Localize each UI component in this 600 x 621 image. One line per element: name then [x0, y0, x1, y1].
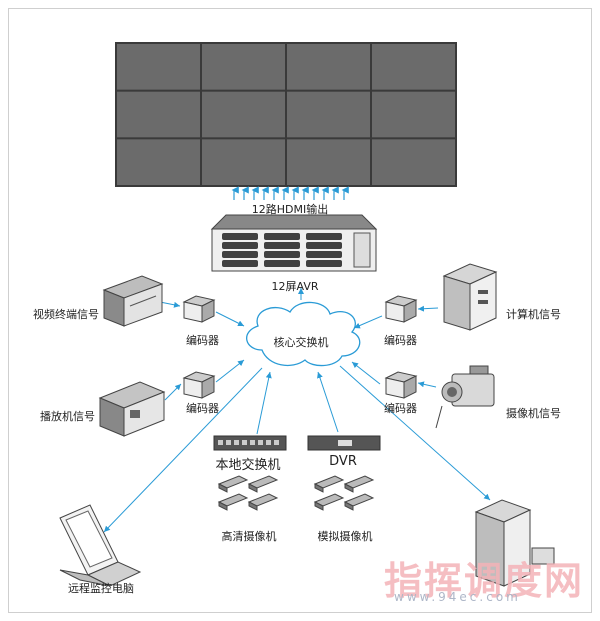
- switch-port: [234, 440, 239, 445]
- wall-tile: [372, 91, 455, 138]
- avr-drive-slot: [222, 251, 258, 258]
- wall-tile: [372, 139, 455, 185]
- avr-drive-slot: [306, 242, 342, 249]
- wall-tile: [287, 139, 370, 185]
- hdmi-output-label: 12路HDMI输出: [251, 203, 329, 216]
- avr-drive-slot: [264, 260, 300, 267]
- encoder-device: [182, 371, 216, 399]
- wall-tile: [287, 91, 370, 138]
- player-device: [98, 381, 166, 437]
- remote-pc-label: 远程监控电脑: [68, 582, 134, 595]
- switch-port: [266, 440, 271, 445]
- avr-drive-slot: [264, 233, 300, 240]
- encoder-device: [384, 371, 418, 399]
- switch-port: [250, 440, 255, 445]
- wall-tile: [287, 44, 370, 90]
- camera-label: 摄像机信号: [506, 407, 561, 420]
- avr-drive-slot: [306, 251, 342, 258]
- avr-drive-slot: [306, 260, 342, 267]
- encoder-device: [384, 295, 418, 323]
- local-switch-device: [213, 435, 287, 451]
- wall-tile: [202, 91, 285, 138]
- camera-unit: [217, 493, 249, 511]
- avr-drive-slot: [306, 233, 342, 240]
- watermark-url: www.94ec.com: [394, 590, 521, 604]
- core-switch-label: 核心交换机: [273, 336, 329, 349]
- avr-drive-slot: [264, 251, 300, 258]
- player-label: 播放机信号: [40, 410, 95, 423]
- wall-tile: [117, 139, 200, 185]
- wall-tile: [117, 44, 200, 90]
- computer-label: 计算机信号: [506, 308, 561, 321]
- dvr-device: [307, 435, 381, 451]
- switch-port: [258, 440, 263, 445]
- dvr-label: DVR: [329, 454, 357, 469]
- watermark: 指挥调度网 www.94ec.com: [384, 550, 584, 605]
- camera-unit: [313, 475, 345, 493]
- avr-drive-slot: [222, 242, 258, 249]
- monitoring-workstation: [474, 499, 555, 587]
- encoder-device: [182, 295, 216, 323]
- core-switch-cloud: [246, 301, 361, 367]
- wall-tile: [202, 44, 285, 90]
- encoder-label-1: 编码器: [186, 334, 219, 347]
- hd-camera-label: 高清摄像机: [221, 530, 277, 543]
- avr-drive-slot: [222, 233, 258, 240]
- switch-port: [274, 440, 279, 445]
- avr-drive-slot: [222, 260, 258, 267]
- avr-label: 12屏AVR: [271, 280, 319, 293]
- wall-tile: [372, 44, 455, 90]
- wall-tile: [202, 139, 285, 185]
- analog-camera-label: 模拟摄像机: [317, 530, 373, 543]
- computer-tower: [442, 263, 498, 331]
- avr-drive-slot: [264, 242, 300, 249]
- avr-panel: [353, 232, 371, 268]
- camera-unit: [343, 493, 375, 511]
- video-wall: [115, 42, 457, 187]
- video-terminal-device: [102, 275, 164, 327]
- diagram-frame: [8, 8, 592, 613]
- local-switch-label: 本地交换机: [215, 458, 281, 473]
- camera-unit: [217, 475, 249, 493]
- camera-unit: [247, 475, 279, 493]
- camera-unit: [247, 493, 279, 511]
- switch-port: [218, 440, 223, 445]
- avr-device: [210, 214, 378, 272]
- encoder-label-4: 编码器: [384, 402, 417, 415]
- camera-unit: [313, 493, 345, 511]
- camera-unit: [343, 475, 375, 493]
- video-terminal-label: 视频终端信号: [33, 308, 99, 321]
- wall-tile: [117, 91, 200, 138]
- switch-port: [242, 440, 247, 445]
- encoder-label-2: 编码器: [186, 402, 219, 415]
- watermark-title: 指挥调度网: [384, 559, 585, 603]
- remote-laptop: [59, 504, 142, 587]
- hdmi-output-arrows: [231, 186, 349, 200]
- analog-camera-group: [313, 475, 375, 511]
- encoders: [182, 295, 418, 399]
- encoder-label-3: 编码器: [384, 334, 417, 347]
- camera-device: [435, 365, 495, 429]
- switch-port: [226, 440, 231, 445]
- connection-arrows: [103, 288, 491, 533]
- hd-camera-group: [217, 475, 279, 511]
